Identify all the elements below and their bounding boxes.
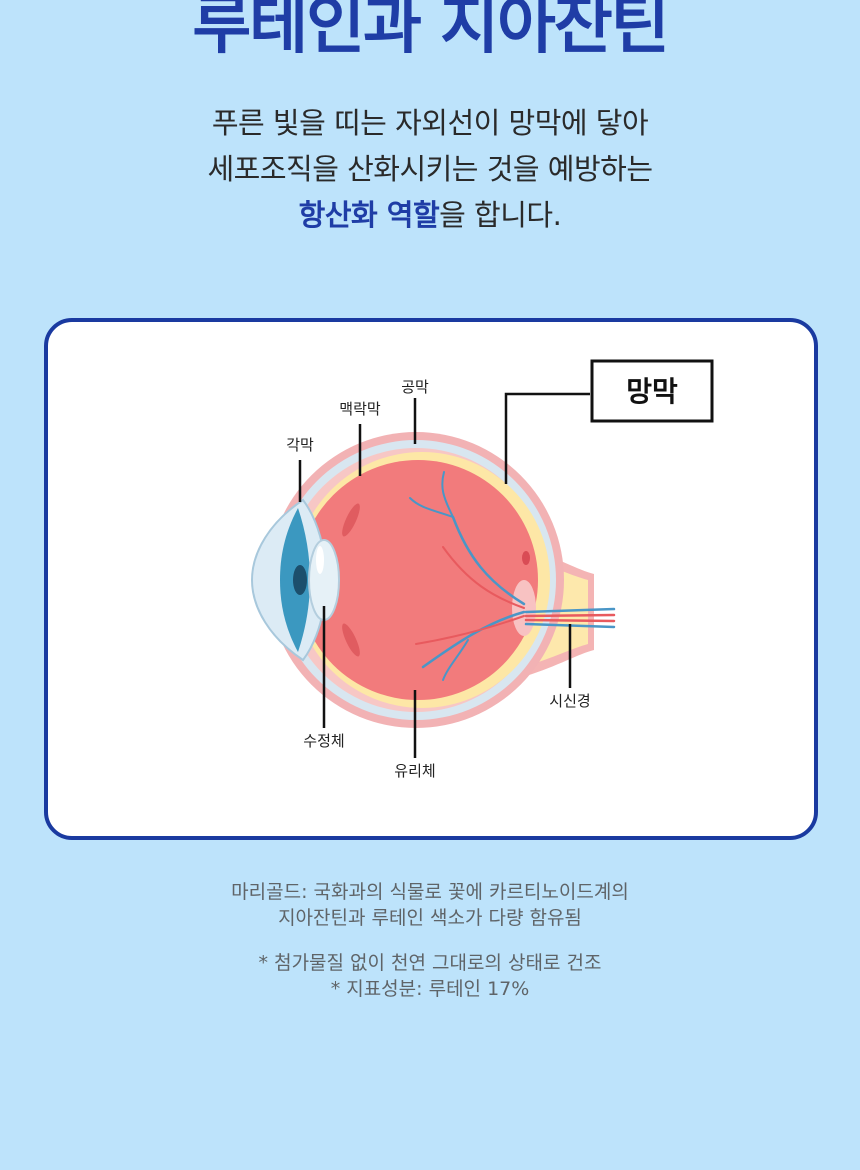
description-line-1: 푸른 빛을 띠는 자외선이 망막에 닿아 [211, 106, 649, 140]
vein-branch [442, 639, 469, 681]
marigold-line-1: 마리골드: 국화과의 식물로 꽃에 카르티노이드계의 [231, 881, 629, 903]
description-line-3: 항산화 역할을 합니다. [0, 192, 860, 238]
label-cornea: 각막 [286, 436, 314, 454]
marigold-note: 마리골드: 국화과의 식물로 꽃에 카르티노이드계의 지아잔틴과 루테인 색소가… [0, 879, 860, 931]
macula [522, 551, 530, 565]
lens-highlight [316, 546, 324, 574]
vein-branch [409, 497, 454, 518]
retina-label: 망막 [626, 375, 678, 408]
blood-vessels [409, 471, 616, 681]
retina-label-box [590, 359, 714, 423]
retina-leader [504, 392, 590, 484]
eye-diagram-card: 망막 각막 맥락막 공막 수정체 유리체 시신경 [44, 318, 818, 840]
footnote-1: * 첨가물질 없이 천연 그대로의 상태로 건조 [258, 952, 602, 974]
vein-lower [421, 610, 526, 669]
highlight-text: 항산화 역할 [298, 198, 440, 232]
ciliary-muscle-bottom [342, 623, 360, 657]
nerve-vessel [524, 607, 616, 614]
marigold-line-2: 지아잔틴과 루테인 색소가 다량 함유됨 [278, 907, 582, 929]
description-line-3-rest: 을 합니다. [439, 198, 562, 232]
vein-branch [441, 471, 454, 518]
artery-lower [415, 615, 525, 645]
label-optic-nerve: 시신경 [549, 692, 590, 710]
eye-diagram: 망막 각막 맥락막 공막 수정체 유리체 시신경 [250, 359, 714, 780]
label-lens: 수정체 [303, 732, 344, 750]
leader-lines [298, 392, 590, 758]
vein-upper [451, 515, 526, 606]
description: 푸른 빛을 띠는 자외선이 망막에 닿아 세포조직을 산화시키는 것을 예방하는… [0, 100, 860, 238]
diagram-labels: 각막 맥락막 공막 수정체 유리체 시신경 [286, 378, 591, 780]
vitreous-body [298, 460, 538, 700]
footnotes: * 첨가물질 없이 천연 그대로의 상태로 건조 * 지표성분: 루테인 17% [0, 950, 860, 1002]
label-sclera: 공막 [401, 378, 429, 396]
artery-upper [442, 546, 525, 609]
pupil-shape [293, 565, 307, 595]
ciliary-muscle-top [342, 503, 360, 537]
label-choroid: 맥락막 [339, 400, 381, 418]
page-title: 루테인과 지아잔틴 [192, 0, 669, 63]
footnote-2: * 지표성분: 루테인 17% [330, 978, 530, 1000]
description-line-2: 세포조직을 산화시키는 것을 예방하는 [207, 152, 653, 186]
label-vitreous: 유리체 [394, 762, 435, 780]
nerve-vessel [524, 618, 616, 623]
nerve-vessel [524, 613, 616, 618]
